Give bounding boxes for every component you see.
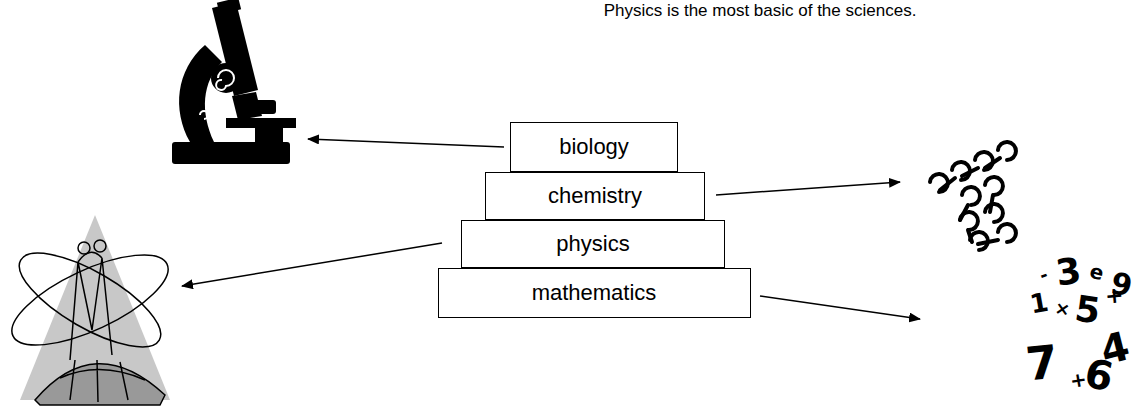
science-level-box: chemistry (485, 172, 705, 220)
number-glyph: 1 (1028, 289, 1050, 318)
level-label: chemistry (548, 183, 642, 209)
number-glyph: - (1037, 265, 1050, 284)
microscope-icon (172, 0, 296, 164)
molecule-icon (930, 142, 1016, 250)
number-glyph: 9 (1108, 268, 1135, 302)
number-glyph: e (1088, 261, 1106, 284)
microscope-detail (200, 70, 234, 119)
science-level-box: mathematics (438, 268, 751, 318)
level-label: mathematics (532, 280, 657, 306)
atom-icon (0, 215, 179, 405)
diagram-title: Physics is the most basic of the science… (604, 1, 917, 21)
number-glyph: 3 (1054, 252, 1084, 291)
level-label: biology (559, 134, 629, 160)
level-label: physics (556, 231, 629, 257)
number-glyph: 7 (1024, 338, 1061, 387)
number-glyph: 5 (1073, 290, 1103, 329)
science-level-box: biology (510, 122, 678, 172)
number-glyph: × (1054, 299, 1072, 319)
science-level-box: physics (461, 220, 725, 268)
